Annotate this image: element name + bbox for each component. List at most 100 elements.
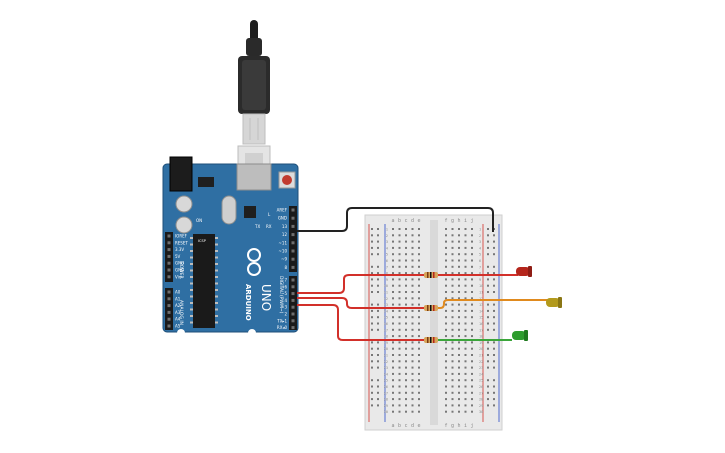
capacitor <box>175 216 193 234</box>
reset-button[interactable] <box>278 171 296 189</box>
model-label: UNO <box>259 284 273 311</box>
mounting-hole <box>177 329 185 337</box>
digital-pin-label: ~6 <box>281 284 287 289</box>
digital-pin-label: ~9 <box>281 257 287 262</box>
breadboard-holes[interactable] <box>371 228 495 413</box>
breadboard-row-number: 7 <box>479 265 481 269</box>
breadboard-row-number: 28 <box>384 398 388 402</box>
breadboard-column-label: a <box>391 423 394 429</box>
yellow-led[interactable] <box>546 297 562 308</box>
digital-header-bottom <box>289 276 297 330</box>
power-pin-label: 3.3V <box>175 247 184 252</box>
red-led[interactable] <box>516 266 532 277</box>
arduino-board[interactable]: ARDUINO UNO DIGITAL (PWM~) POWER ANALOG … <box>162 156 299 337</box>
green-led[interactable] <box>512 330 528 341</box>
breadboard-column-label: f <box>444 218 447 224</box>
power-label: POWER <box>178 262 184 279</box>
wire-yellow-led[interactable] <box>438 299 548 309</box>
digital-header-top <box>289 206 297 272</box>
breadboard-row-number: 25 <box>479 379 483 383</box>
breadboard-row-number: 29 <box>479 404 483 408</box>
breadboard-row-number: 18 <box>479 335 483 339</box>
analog-pin-label: A1 <box>175 296 181 301</box>
usb-cable[interactable] <box>237 20 271 189</box>
resistor[interactable] <box>424 272 438 278</box>
digital-pin-label: 4 <box>284 298 287 303</box>
breadboard-column-label: j <box>470 218 473 224</box>
breadboard-row-number: 28 <box>479 398 483 402</box>
power-pin-label: Vin <box>175 274 182 279</box>
wire-pin-5[interactable] <box>297 274 424 294</box>
breadboard-row-number: 18 <box>384 335 388 339</box>
breadboard-row-number: 16 <box>384 322 388 326</box>
digital-pin-label: 2 <box>284 312 287 317</box>
resistor[interactable] <box>424 337 438 343</box>
breadboard-row-number: 4 <box>386 246 388 250</box>
breadboard-row-number: 24 <box>384 372 388 376</box>
digital-pin-label: RX◂0 <box>277 325 288 330</box>
wires[interactable] <box>297 207 548 341</box>
breadboard-row-number: 30 <box>384 410 388 414</box>
digital-pin-label: TX▸1 <box>276 318 287 323</box>
analog-pin-label: A4 <box>175 317 181 322</box>
breadboard-row-number: 27 <box>479 391 483 395</box>
breadboard-row-number: 1 <box>386 228 388 232</box>
breadboard-column-label: c <box>404 218 407 224</box>
voltage-regulator <box>198 177 214 187</box>
digital-pin-label: AREF <box>277 208 288 213</box>
power-pin-label: 5V <box>175 254 181 259</box>
rx-label: RX <box>266 224 272 229</box>
power-jack[interactable] <box>169 156 193 192</box>
breadboard-row-number: 7 <box>386 265 388 269</box>
icsp-label: ICSP <box>198 239 206 243</box>
digital-pin-label: GND <box>278 216 287 221</box>
power-pin-label: IOREF <box>175 234 188 239</box>
breadboard-row-number: 1 <box>479 228 481 232</box>
tx-label: TX <box>254 224 260 229</box>
breadboard-row-number: 15 <box>384 316 388 320</box>
brand-label: ARDUINO <box>244 284 252 321</box>
breadboard-column-label: j <box>470 423 473 429</box>
breadboard-row-number: 6 <box>479 259 481 263</box>
breadboard-row-number: 16 <box>479 322 483 326</box>
on-label: ON <box>196 218 202 223</box>
wire-gnd[interactable] <box>297 207 494 232</box>
analog-pin-label: A5 <box>175 324 181 329</box>
power-pin-label: RESET <box>175 240 188 245</box>
breadboard-row-number: 23 <box>479 366 483 370</box>
breadboard-column-label: i <box>464 218 467 224</box>
breadboard-column-label: h <box>457 218 460 224</box>
breadboard-column-label: g <box>451 423 454 429</box>
power-pin-label: GND <box>175 261 184 266</box>
breadboard-row-number: 11 <box>384 291 388 295</box>
usb-chip <box>244 206 256 218</box>
resistor[interactable] <box>424 305 438 311</box>
usb-port[interactable] <box>236 163 272 191</box>
breadboard-column-label: h <box>457 423 460 429</box>
analog-pin-label: A3 <box>175 310 181 315</box>
breadboard-row-number: 14 <box>479 309 483 313</box>
breadboard-row-number: 23 <box>384 366 388 370</box>
breadboard-row-number: 17 <box>384 328 388 332</box>
breadboard-column-label: i <box>464 423 467 429</box>
digital-pin-label: ~3 <box>281 305 287 310</box>
breadboard-row-number: 2 <box>479 234 481 238</box>
breadboard-row-number: 21 <box>479 354 483 358</box>
breadboard-row-number: 21 <box>384 354 388 358</box>
wire-pin-4[interactable] <box>297 297 424 309</box>
breadboard-row-number: 26 <box>384 385 388 389</box>
wire-pin-3[interactable] <box>297 304 424 341</box>
breadboard-row-number: 26 <box>479 385 483 389</box>
breadboard-column-label: g <box>451 218 454 224</box>
breadboard-row-number: 14 <box>384 309 388 313</box>
crystal-oscillator <box>221 195 237 225</box>
capacitor <box>175 195 193 213</box>
breadboard-row-number: 4 <box>479 246 481 250</box>
breadboard-row-number: 5 <box>479 253 481 257</box>
power-pin-label: GND <box>175 268 184 273</box>
breadboard-row-number: 20 <box>479 347 483 351</box>
